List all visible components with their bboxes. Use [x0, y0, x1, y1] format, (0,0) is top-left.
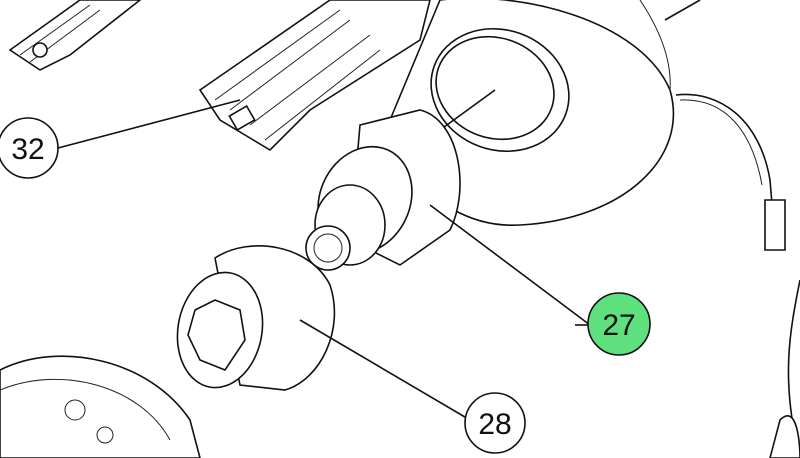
right-edge-component — [764, 199, 800, 458]
ring-seal — [430, 27, 570, 153]
callout-28-label: 28 — [478, 408, 511, 441]
callout-32-label: 32 — [11, 133, 44, 166]
callout-32[interactable]: 32 — [0, 99, 241, 179]
part-28-gear-coupling — [176, 245, 471, 421]
gearbox-assembly — [0, 355, 201, 458]
part-27-motor-adapter — [305, 109, 591, 326]
rail-profile — [8, 0, 431, 152]
callout-27[interactable]: 27 — [575, 292, 651, 356]
callout-27-label: 27 — [602, 309, 635, 342]
callout-28[interactable]: 28 — [464, 392, 526, 454]
